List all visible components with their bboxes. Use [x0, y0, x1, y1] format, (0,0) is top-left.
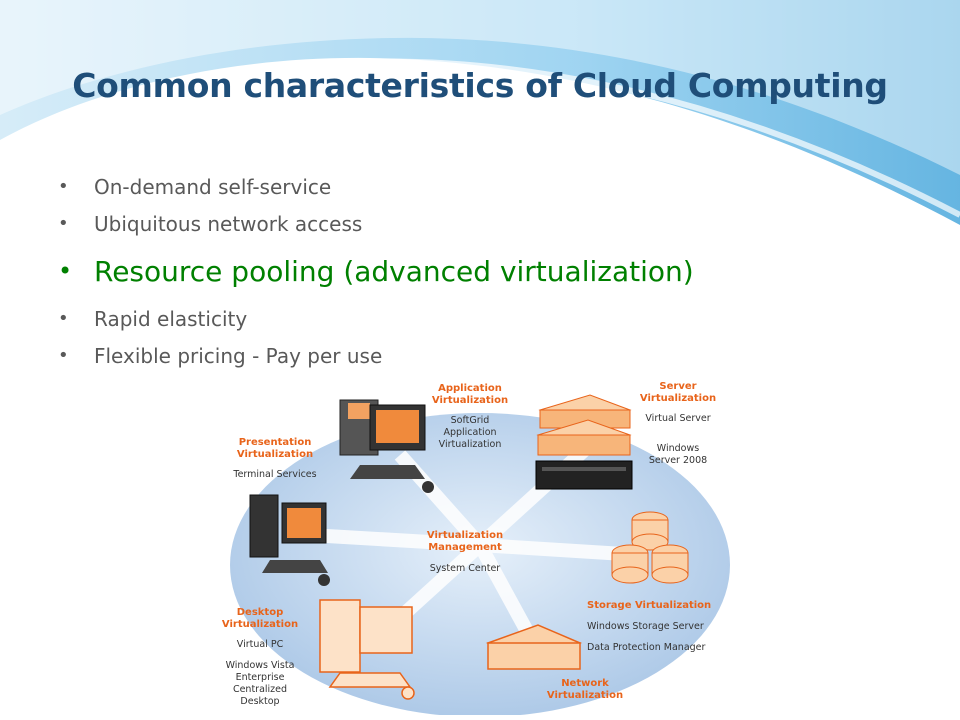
desktop-pc-icon — [319, 599, 415, 700]
storage-title: Storage Virtualization — [587, 600, 712, 611]
background-wave — [0, 0, 960, 225]
server-stack-icon — [535, 394, 633, 490]
bullet-text: Ubiquitous network access — [94, 211, 363, 236]
slide-title: Common characteristics of Cloud Computin… — [72, 66, 888, 105]
presentation-pc-icon — [249, 494, 330, 586]
bullet-item: • Flexible pricing - Pay per use — [58, 337, 694, 374]
network-device-icon — [485, 624, 583, 670]
bullet-dot-icon: • — [58, 345, 69, 366]
bullet-text: Rapid elasticity — [94, 306, 248, 331]
bullet-item: • On-demand self-service — [58, 168, 694, 205]
bullet-item: • Rapid elasticity — [58, 300, 694, 337]
bullet-dot-icon: • — [58, 176, 69, 197]
bullet-dot-icon: • — [58, 257, 73, 285]
bullet-item-highlighted: • Resource pooling (advanced virtualizati… — [58, 242, 694, 300]
bullet-text: Resource pooling (advanced virtualizatio… — [94, 254, 694, 288]
storage-sub2: Data Protection Manager — [587, 642, 706, 653]
diagram-graphic — [230, 394, 730, 717]
bullet-text: On-demand self-service — [94, 174, 332, 199]
desktop-sub1: Virtual PC — [236, 639, 284, 650]
server-sub1: Virtual Server — [645, 413, 711, 424]
presentation-sub: Terminal Services — [233, 469, 317, 480]
center-sub: System Center — [429, 563, 501, 574]
bullet-dot-icon: • — [58, 213, 69, 234]
storage-sub1: Windows Storage Server — [587, 621, 704, 632]
bullet-text: Flexible pricing - Pay per use — [94, 343, 383, 368]
application-pc-icon — [339, 399, 434, 493]
bullet-list: • On-demand self-service • Ubiquitous netw… — [58, 168, 694, 374]
bullet-dot-icon: • — [58, 308, 69, 329]
storage-icon — [611, 511, 689, 584]
bullet-item: • Ubiquitous network access — [58, 205, 694, 242]
